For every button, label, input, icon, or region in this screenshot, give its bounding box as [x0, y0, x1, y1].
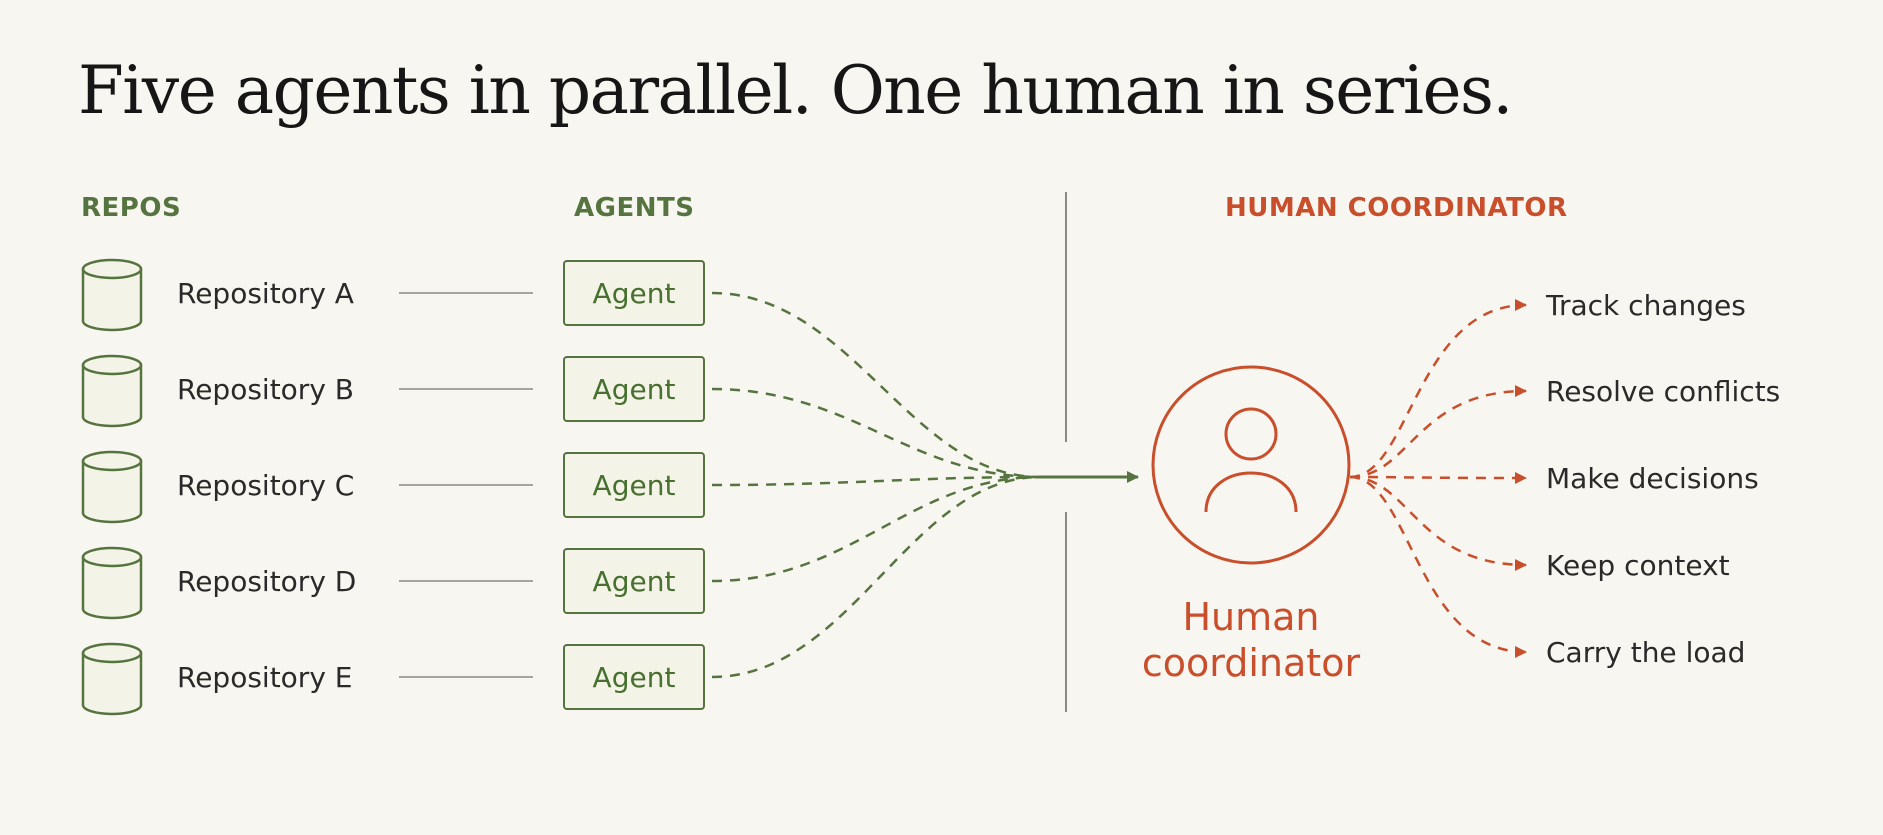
repo-name: Repository A: [177, 277, 354, 310]
agents-header: AGENTS: [574, 193, 695, 223]
task-item: Track changes: [1349, 289, 1746, 479]
person-icon: [1204, 407, 1298, 513]
coordinator-header: HUMAN COORDINATOR: [1225, 193, 1568, 223]
database-icon: [81, 258, 143, 332]
agent-box: [563, 260, 705, 326]
agent-flow-line: [711, 475, 1041, 487]
task-label: Make decisions: [1546, 462, 1759, 495]
agent-label: Agent: [593, 565, 676, 598]
repo-row: Repository A Agent: [81, 258, 1041, 479]
task-label: Carry the load: [1546, 636, 1745, 669]
agent-box: [563, 548, 705, 614]
repo-name: Repository E: [177, 661, 352, 694]
task-arrow: [1349, 471, 1527, 484]
coordinator-label-line1: Human: [1182, 595, 1319, 639]
agent-flow-line: [711, 387, 1041, 479]
agent-box: [563, 452, 705, 518]
agent-flow-line: [711, 291, 1041, 479]
agent-label: Agent: [593, 469, 676, 502]
task-item: Make decisions: [1349, 462, 1759, 495]
repo-row: Repository E Agent: [81, 475, 1041, 716]
repo-name: Repository B: [177, 373, 354, 406]
repo-name: Repository D: [177, 565, 356, 598]
task-label: Keep context: [1546, 549, 1730, 582]
task-item: Keep context: [1349, 475, 1730, 582]
coordinator-circle: [1151, 365, 1351, 565]
database-icon: [81, 450, 143, 524]
agent-label: Agent: [593, 373, 676, 406]
agent-box: [563, 644, 705, 710]
coordinator-label-line2: coordinator: [1142, 641, 1361, 685]
repo-name: Repository C: [177, 469, 354, 502]
task-arrow: [1349, 299, 1527, 479]
repo-row: Repository C Agent: [81, 450, 1041, 524]
repos-header: REPOS: [81, 193, 182, 223]
repo-row: Repository B Agent: [81, 354, 1041, 479]
agent-flow-line: [711, 475, 1041, 583]
agent-flow-line: [711, 475, 1041, 679]
database-icon: [81, 546, 143, 620]
task-item: Carry the load: [1349, 475, 1745, 669]
task-arrow: [1349, 475, 1527, 571]
task-item: Resolve conflicts: [1349, 375, 1780, 479]
database-icon: [81, 354, 143, 428]
agent-label: Agent: [593, 277, 676, 310]
task-arrow: [1349, 475, 1527, 658]
agent-label: Agent: [593, 661, 676, 694]
agent-box: [563, 356, 705, 422]
database-icon: [81, 642, 143, 716]
task-label: Track changes: [1545, 289, 1746, 322]
repo-row: Repository D Agent: [81, 475, 1041, 620]
task-label: Resolve conflicts: [1546, 375, 1780, 408]
page-title: Five agents in parallel. One human in se…: [78, 52, 1513, 129]
task-arrow: [1349, 385, 1527, 479]
